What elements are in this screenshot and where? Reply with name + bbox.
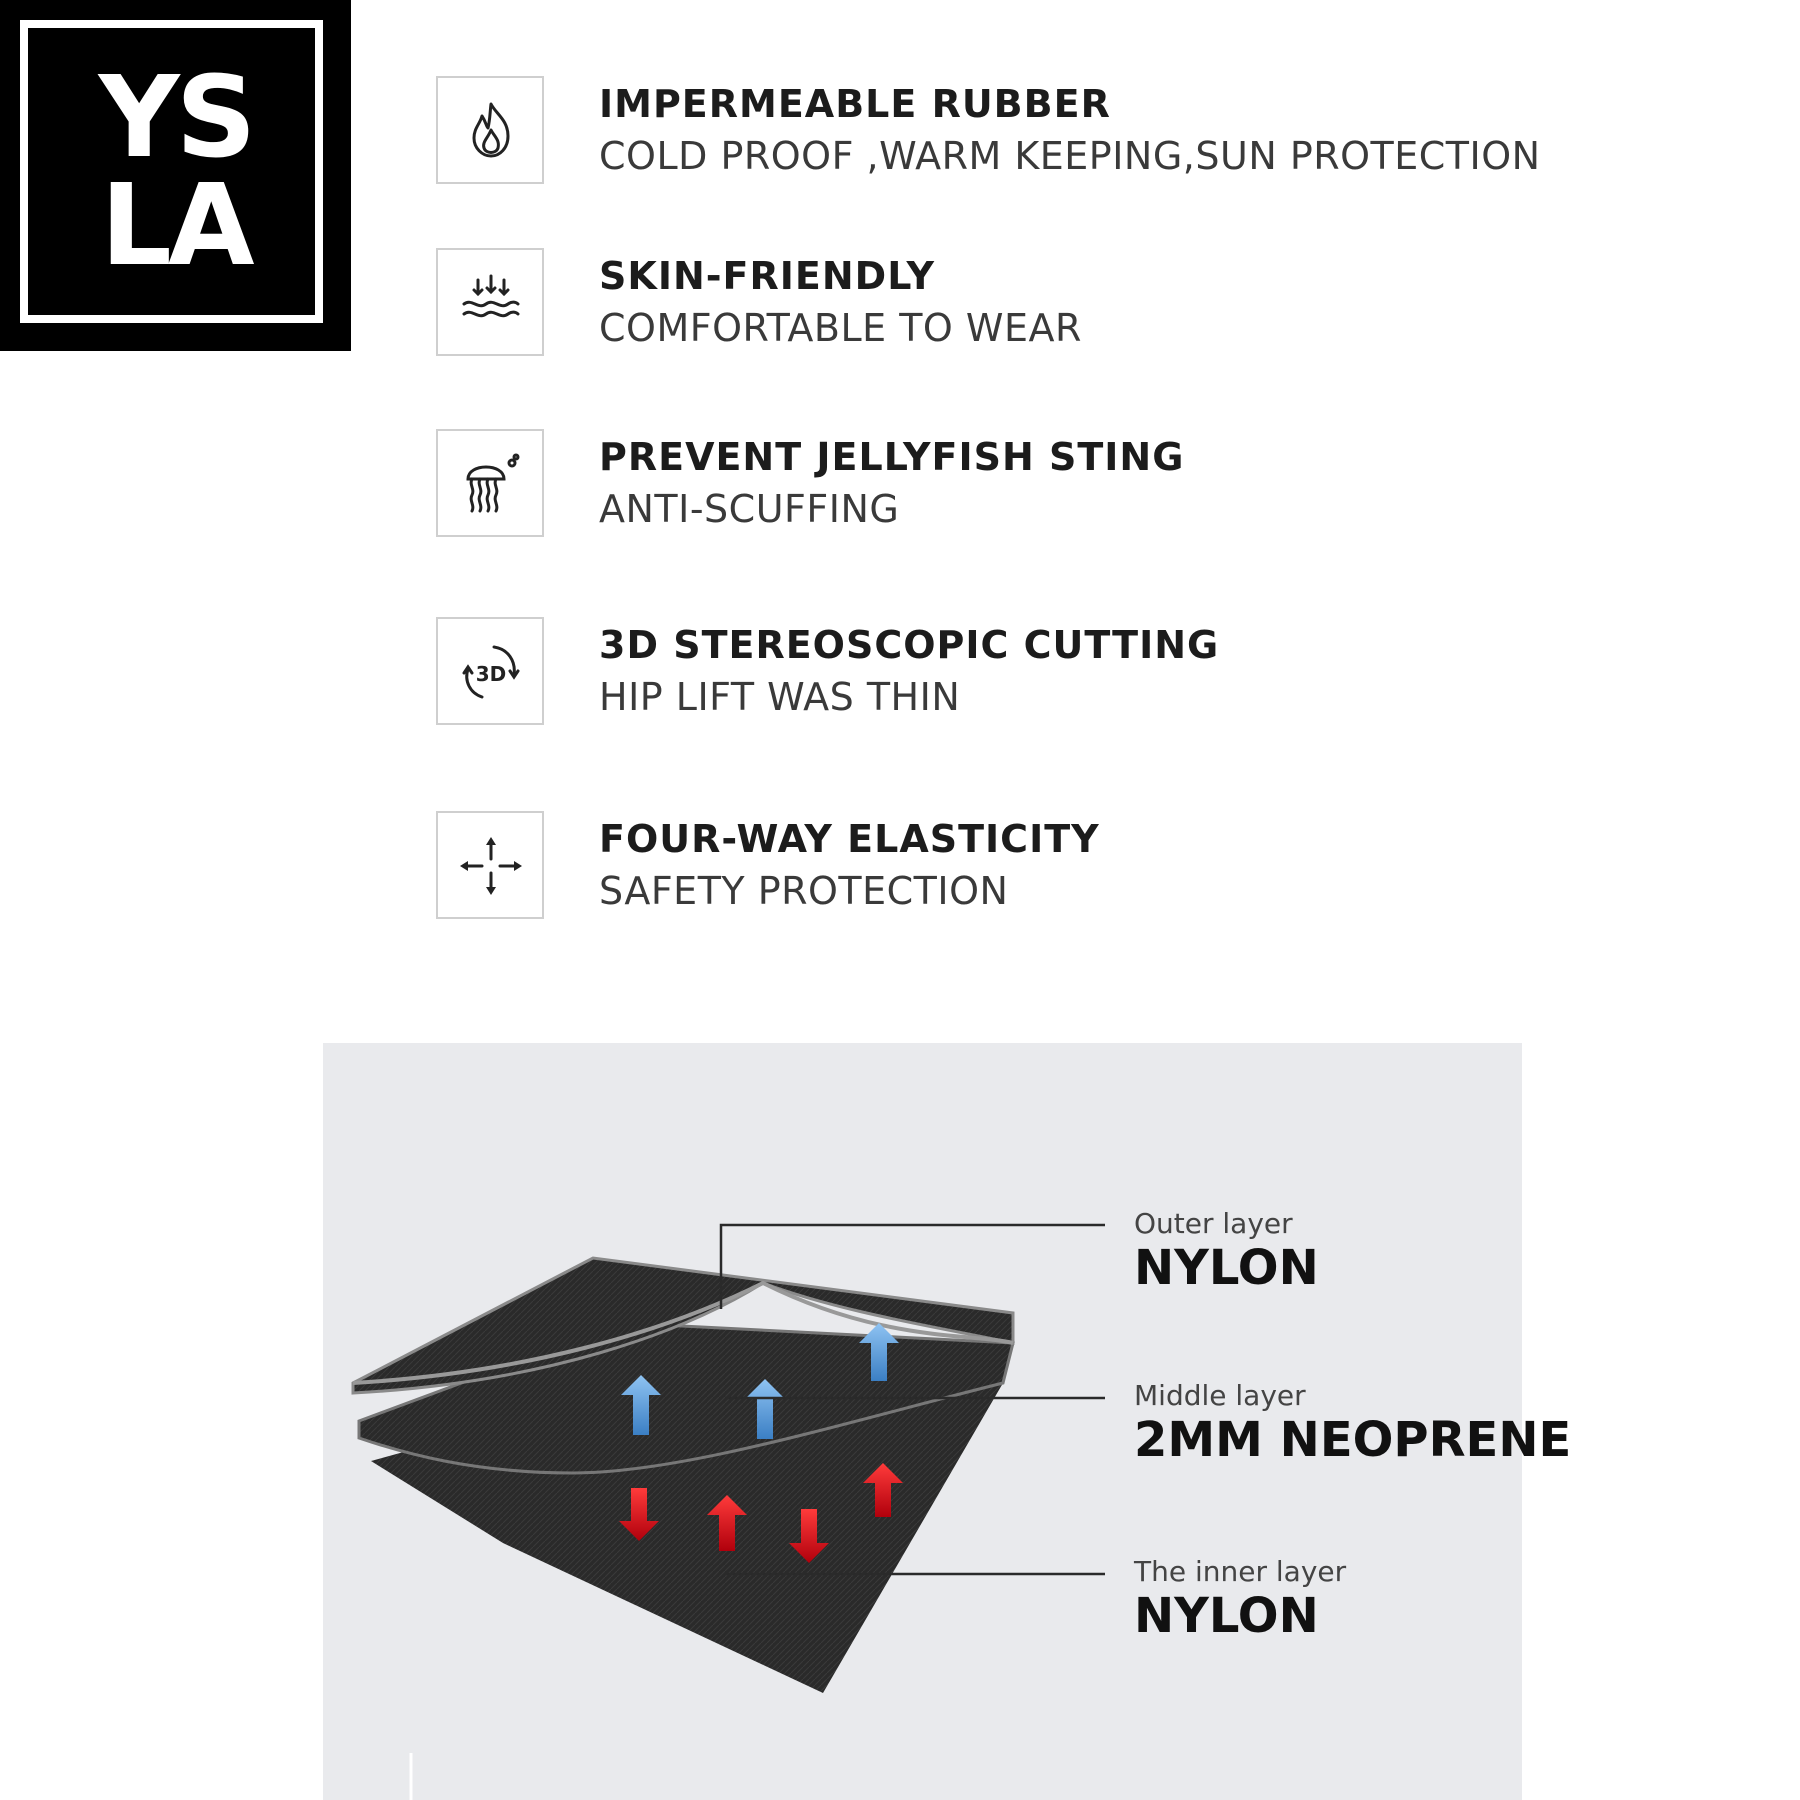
feature-title: IMPERMEABLE RUBBER <box>599 82 1111 126</box>
feature-title: 3D STEREOSCOPIC CUTTING <box>599 623 1220 667</box>
3d-icon-text: 3D <box>476 662 507 686</box>
red-up-arrow <box>863 1463 903 1517</box>
blue-up-arrow <box>621 1375 661 1435</box>
fabric-layer-diagram: Outer layer NYLON Middle layer 2MM NEOPR… <box>323 1043 1571 1800</box>
four-way-arrows-icon <box>436 811 544 919</box>
brand-logo: YS LA <box>0 0 351 351</box>
jellyfish-icon <box>436 429 544 537</box>
3d-rotate-icon: 3D <box>436 617 544 725</box>
feature-subtitle: ANTI-SCUFFING <box>599 487 900 531</box>
warmth-arrows <box>619 1463 903 1563</box>
feature-impermeable-rubber: IMPERMEABLE RUBBER COLD PROOF ,WARM KEEP… <box>436 76 1736 186</box>
blue-up-arrow <box>859 1323 899 1381</box>
feature-jellyfish: PREVENT JELLYFISH STING ANTI-SCUFFING <box>436 429 1736 539</box>
red-down-arrow <box>619 1488 659 1541</box>
feature-skin-friendly: SKIN-FRIENDLY COMFORTABLE TO WEAR <box>436 248 1736 358</box>
feature-four-way-elasticity: FOUR-WAY ELASTICITY SAFETY PROTECTION <box>436 811 1736 921</box>
logo-frame <box>20 20 323 323</box>
moisture-up-arrows <box>621 1323 899 1439</box>
feature-3d-cutting: 3D 3D STEREOSCOPIC CUTTING HIP LIFT WAS … <box>436 617 1736 727</box>
outer-layer-leader <box>719 1223 1105 1309</box>
layer-name: Middle layer <box>1134 1379 1306 1412</box>
layer-material: NYLON <box>1134 1588 1319 1644</box>
waves-icon <box>436 248 544 356</box>
inner-layer-label: The inner layer NYLON <box>1134 1555 1346 1644</box>
middle-layer-label: Middle layer 2MM NEOPRENE <box>1134 1379 1571 1468</box>
feature-subtitle: COLD PROOF ,WARM KEEPING,SUN PROTECTION <box>599 134 1541 178</box>
logo-text-bottom: LA <box>100 161 254 291</box>
feature-title: FOUR-WAY ELASTICITY <box>599 817 1100 861</box>
outer-layer-curl <box>352 1280 1014 1385</box>
layer-material: NYLON <box>1134 1240 1319 1296</box>
blue-up-arrow <box>745 1379 785 1439</box>
layer-name: Outer layer <box>1134 1207 1293 1240</box>
feature-subtitle: SAFETY PROTECTION <box>599 869 1009 913</box>
feature-title: SKIN-FRIENDLY <box>599 254 935 298</box>
logo-text-top: YS <box>98 53 257 183</box>
red-down-arrow <box>789 1509 829 1563</box>
feature-subtitle: HIP LIFT WAS THIN <box>599 675 961 719</box>
flame-icon <box>436 76 544 184</box>
fabric-layers-illustration <box>351 1223 1105 1800</box>
layer-name: The inner layer <box>1134 1555 1347 1588</box>
red-up-arrow <box>707 1495 747 1551</box>
layer-material: 2MM NEOPRENE <box>1134 1412 1572 1468</box>
feature-subtitle: COMFORTABLE TO WEAR <box>599 306 1082 350</box>
outer-layer-label: Outer layer NYLON <box>1134 1207 1319 1296</box>
feature-title: PREVENT JELLYFISH STING <box>599 435 1185 479</box>
